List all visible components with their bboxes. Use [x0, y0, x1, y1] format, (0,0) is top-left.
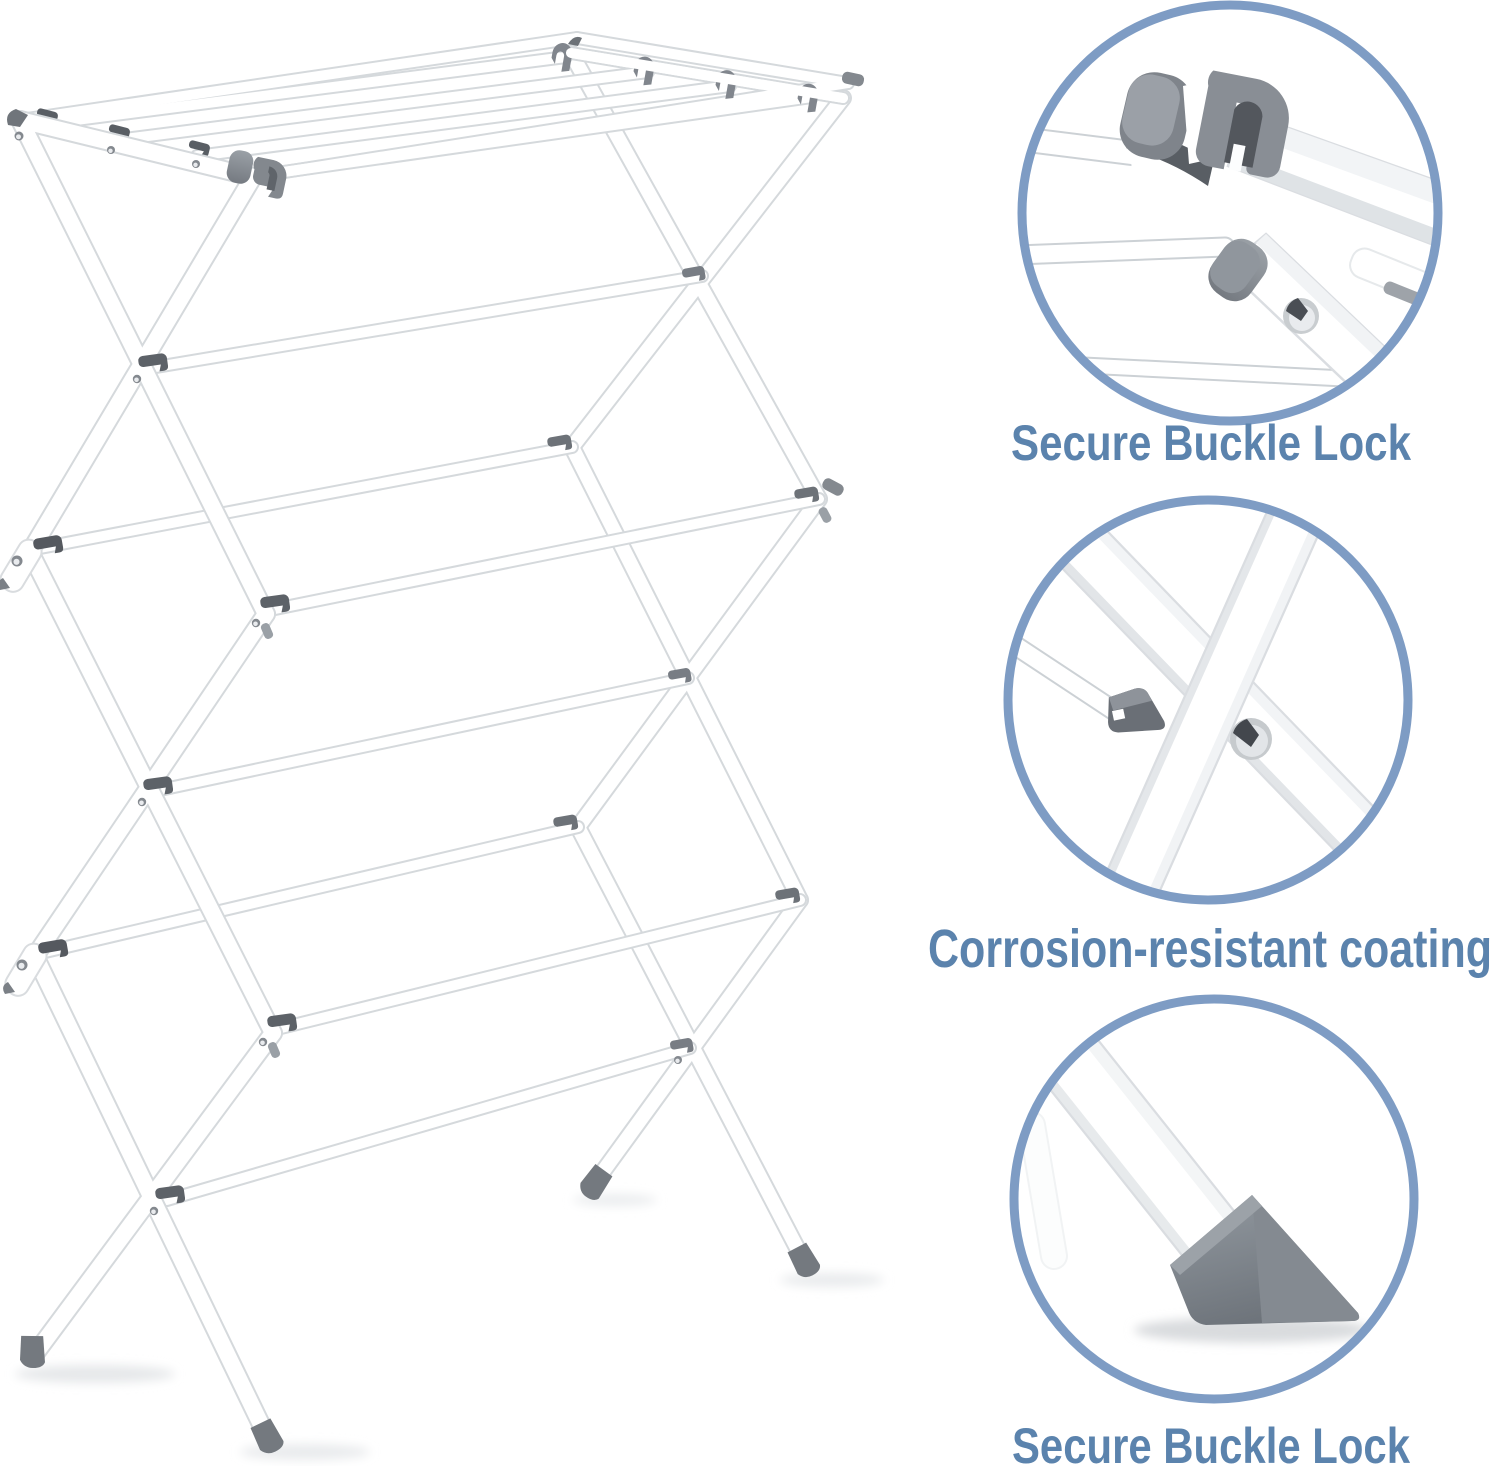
- svg-text:Secure Buckle Lock: Secure Buckle Lock: [1011, 415, 1411, 471]
- svg-text:Secure Buckle Lock: Secure Buckle Lock: [1012, 1418, 1410, 1466]
- svg-text:Corrosion-resistant coating: Corrosion-resistant coating: [928, 919, 1492, 979]
